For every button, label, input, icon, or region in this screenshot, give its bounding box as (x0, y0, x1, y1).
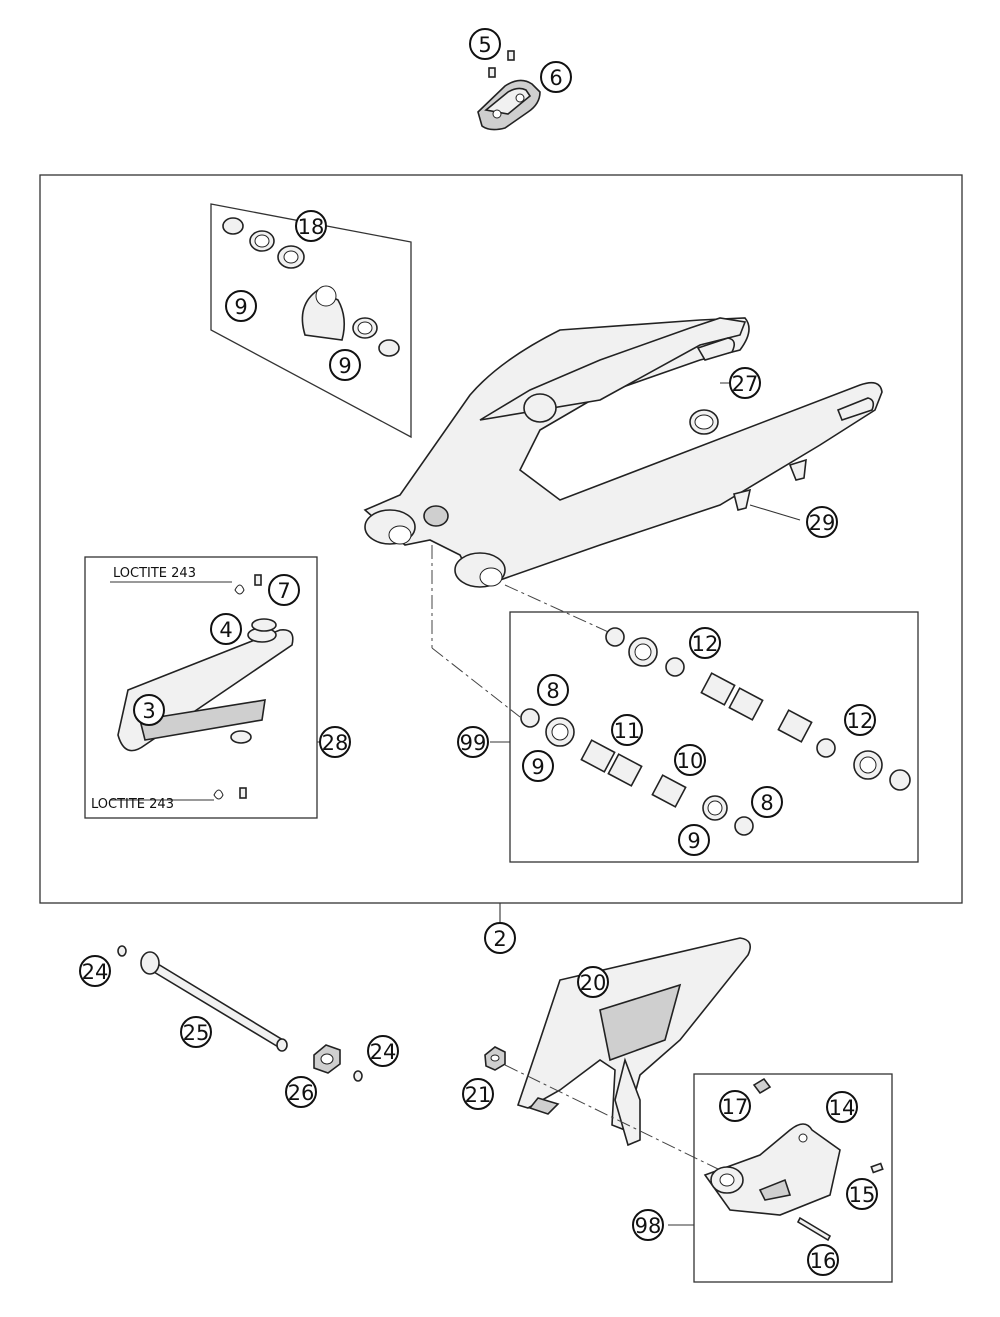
callout-3: 3 (133, 694, 165, 726)
callout-26: 26 (285, 1076, 317, 1108)
svg-text:99: 99 (460, 731, 487, 755)
bearing-kit-parts (222, 217, 400, 357)
callout-20: 20 (577, 966, 609, 998)
pivot-bearing-box (509, 611, 919, 863)
svg-text:9: 9 (338, 354, 351, 378)
loctite-label-bottom: LOCTITE 243 (91, 797, 174, 812)
callout-99: 99 (457, 726, 489, 758)
callout-17: 17 (719, 1090, 751, 1122)
loctite-label-top: LOCTITE 243 (113, 566, 196, 581)
svg-text:24: 24 (82, 960, 109, 984)
svg-text:5: 5 (478, 33, 491, 57)
svg-text:9: 9 (234, 295, 247, 319)
chain-slider-box (84, 556, 318, 819)
svg-text:29: 29 (809, 511, 836, 535)
chain-guide-parts (703, 1077, 884, 1242)
svg-text:3: 3 (142, 699, 155, 723)
svg-text:2: 2 (493, 927, 506, 951)
callout-14: 14 (826, 1091, 858, 1123)
svg-text:9: 9 (687, 829, 700, 853)
callout-98: 98 (632, 1209, 664, 1241)
callout-11: 11 (611, 714, 643, 746)
callout-15: 15 (846, 1178, 878, 1210)
svg-text:17: 17 (722, 1095, 749, 1119)
callout-9-a: 9 (225, 290, 257, 322)
callout-9-c: 9 (522, 750, 554, 782)
callout-7: 7 (268, 574, 300, 606)
swingarm (363, 317, 883, 588)
callout-27: 27 (729, 367, 761, 399)
callout-2: 2 (484, 922, 516, 954)
svg-text:16: 16 (810, 1249, 837, 1273)
bearing-kit-box (210, 203, 412, 439)
svg-text:98: 98 (635, 1214, 662, 1238)
svg-text:4: 4 (219, 618, 232, 642)
pivot-bearing-parts (520, 627, 911, 836)
svg-text:11: 11 (614, 719, 641, 743)
svg-text:24: 24 (370, 1040, 397, 1064)
callout-8-b: 8 (751, 786, 783, 818)
callout-24-a: 24 (79, 955, 111, 987)
callout-8-a: 8 (537, 674, 569, 706)
svg-text:14: 14 (829, 1096, 856, 1120)
svg-text:8: 8 (546, 679, 559, 703)
chain-slider-parts (117, 574, 294, 800)
callout-29: 29 (806, 506, 838, 538)
svg-text:28: 28 (322, 731, 349, 755)
chain-guide-box (693, 1073, 893, 1283)
callout-25: 25 (180, 1016, 212, 1048)
callout-18: 18 (295, 210, 327, 242)
svg-text:6: 6 (549, 66, 562, 90)
callout-9-d: 9 (678, 824, 710, 856)
svg-text:20: 20 (580, 971, 607, 995)
callout-16: 16 (807, 1244, 839, 1276)
callout-24-b: 24 (367, 1035, 399, 1067)
svg-text:18: 18 (298, 215, 325, 239)
svg-text:9: 9 (531, 755, 544, 779)
svg-text:26: 26 (288, 1081, 315, 1105)
part-chain-guide-block (477, 50, 541, 131)
svg-text:12: 12 (847, 709, 874, 733)
svg-text:10: 10 (677, 749, 704, 773)
callout-4: 4 (210, 613, 242, 645)
swingarm-pivot-axle (117, 945, 363, 1082)
swingarm-group-frame (39, 174, 963, 904)
svg-text:8: 8 (760, 791, 773, 815)
chain-guard (484, 937, 751, 1147)
callout-28: 28 (319, 726, 351, 758)
callout-5: 5 (469, 28, 501, 60)
svg-text:21: 21 (465, 1083, 492, 1107)
svg-text:12: 12 (692, 632, 719, 656)
callout-6: 6 (540, 61, 572, 93)
svg-text:25: 25 (183, 1021, 210, 1045)
svg-text:27: 27 (732, 372, 759, 396)
callout-10: 10 (674, 744, 706, 776)
callout-9-b: 9 (329, 349, 361, 381)
svg-text:7: 7 (277, 579, 290, 603)
callout-12-a: 12 (689, 627, 721, 659)
svg-text:15: 15 (849, 1183, 876, 1207)
callout-21: 21 (462, 1078, 494, 1110)
callout-12-b: 12 (844, 704, 876, 736)
